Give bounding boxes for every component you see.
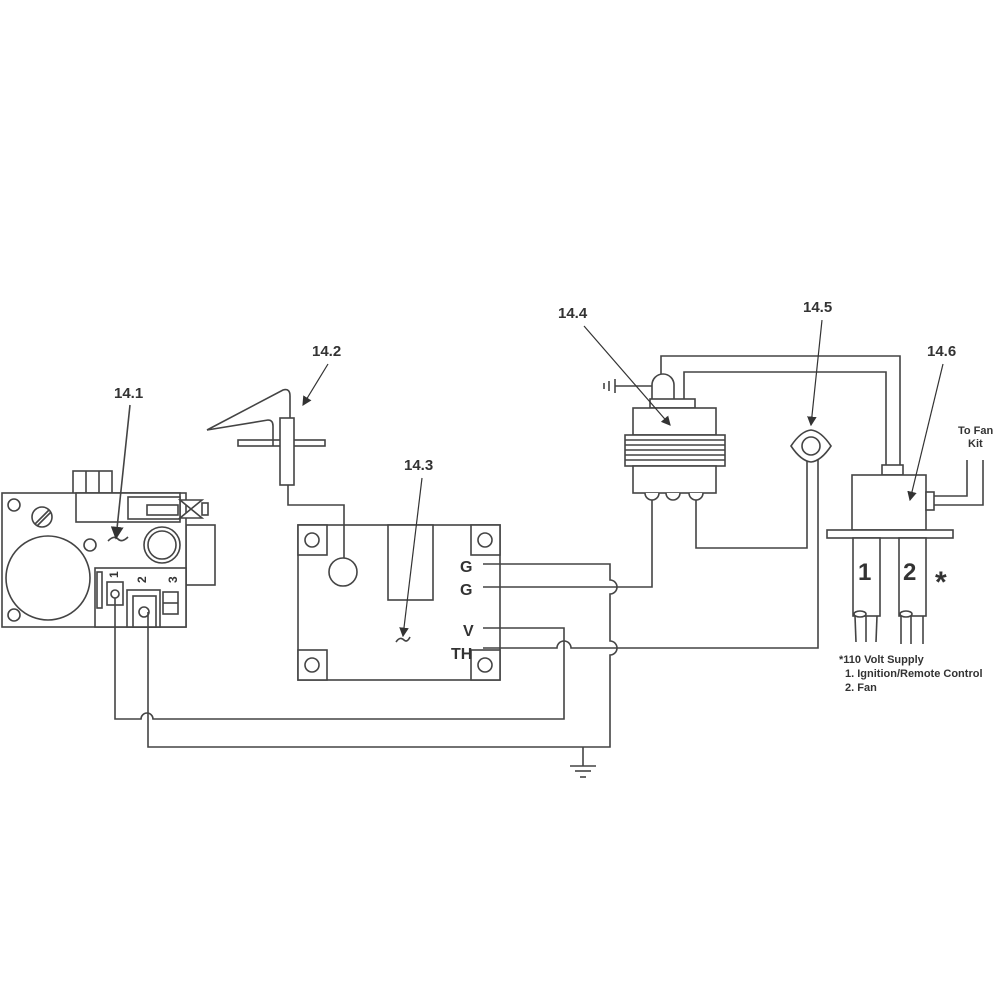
terminal-g2: G bbox=[460, 582, 472, 599]
label-14-5: 14.5 bbox=[803, 299, 832, 316]
transformer bbox=[603, 373, 726, 501]
to-fan-kit-line2: Kit bbox=[968, 438, 983, 450]
junction-box: 1 2 * To Fan Kit *110 Volt Supply 1. Ign… bbox=[826, 425, 994, 694]
label-14-1: 14.1 bbox=[114, 385, 143, 402]
supply-cable-1 bbox=[852, 537, 881, 617]
label-14-4: 14.4 bbox=[558, 305, 588, 322]
supply-cable-2 bbox=[898, 537, 927, 617]
cable-label-2: 2 bbox=[903, 559, 916, 586]
switch bbox=[790, 429, 832, 463]
terminal-label-1: 1 bbox=[107, 571, 121, 578]
terminal-g1: G bbox=[460, 559, 472, 576]
supply-note-item-1: 1. Ignition/Remote Control bbox=[845, 668, 983, 680]
label-14-3: 14.3 bbox=[404, 457, 433, 474]
supply-note-title: *110 Volt Supply bbox=[839, 654, 925, 666]
label-14-6: 14.6 bbox=[927, 343, 956, 360]
wiring bbox=[114, 355, 901, 778]
terminal-v: V bbox=[463, 623, 474, 640]
terminal-th: TH bbox=[451, 646, 472, 663]
terminal-label-2: 2 bbox=[135, 576, 149, 583]
control-valve: 1 2 3 bbox=[1, 470, 216, 628]
label-14-2: 14.2 bbox=[312, 343, 341, 360]
to-fan-kit-line1: To Fan bbox=[958, 425, 994, 437]
terminal-label-3: 3 bbox=[166, 576, 180, 583]
control-module: G G V TH bbox=[297, 524, 501, 681]
asterisk: * bbox=[935, 566, 947, 599]
igniter-electrode bbox=[206, 388, 326, 486]
cable-label-1: 1 bbox=[858, 559, 871, 586]
supply-note-item-2: 2. Fan bbox=[845, 682, 877, 694]
